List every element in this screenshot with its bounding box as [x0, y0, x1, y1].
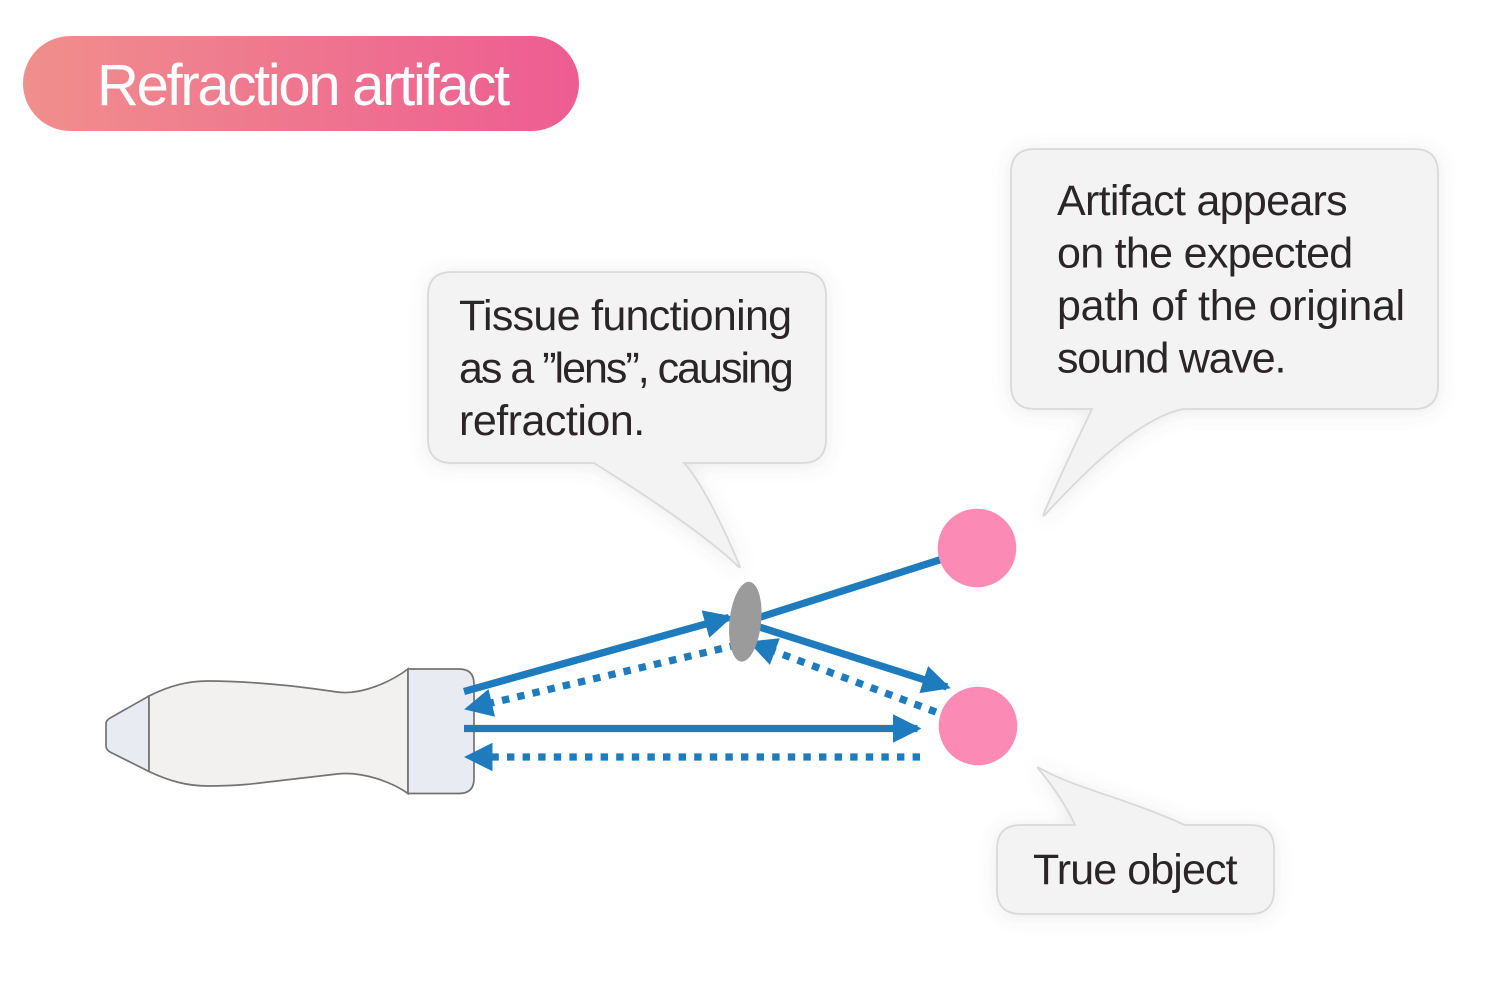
- svg-text:sound wave.: sound wave.: [1057, 335, 1285, 383]
- svg-text:Artifact appears: Artifact appears: [1057, 177, 1347, 225]
- svg-text:as a ”lens”, causing: as a ”lens”, causing: [459, 345, 792, 393]
- svg-text:on the expected: on the expected: [1057, 230, 1353, 278]
- svg-text:path of the original: path of the original: [1057, 282, 1405, 330]
- svg-text:Tissue functioning: Tissue functioning: [459, 292, 791, 340]
- svg-text:refraction.: refraction.: [459, 397, 645, 445]
- svg-text:Refraction artifact: Refraction artifact: [97, 53, 510, 118]
- svg-text:True object: True object: [1033, 846, 1238, 894]
